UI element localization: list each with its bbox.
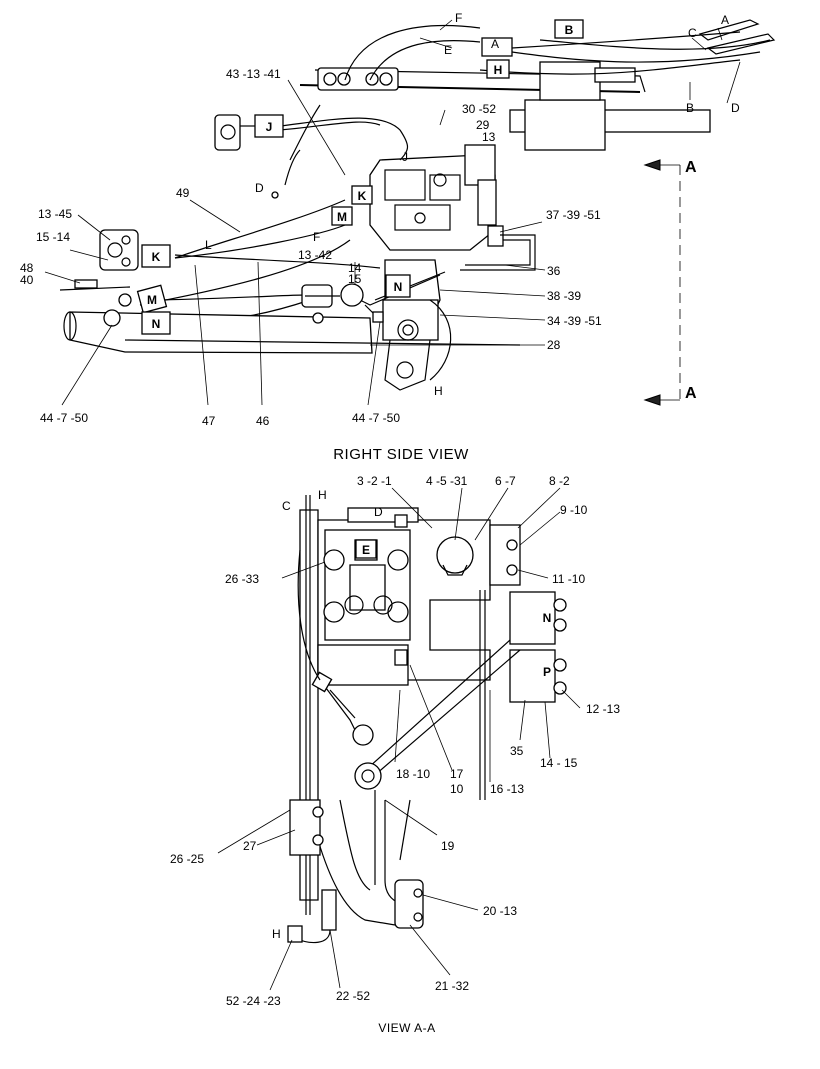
callout-37-39-51: 37 -39 -51 [546, 208, 601, 222]
callout-34-39-51: 34 -39 -51 [547, 314, 602, 328]
callout-52-24-23: 52 -24 -23 [226, 994, 281, 1008]
letter-b: B [686, 101, 694, 115]
tag-m-left: M [147, 293, 157, 307]
callout-9-10: 9 -10 [560, 503, 588, 517]
callout-14: 14 [348, 261, 362, 275]
callout-13-45: 13 -45 [38, 207, 72, 221]
callout-17: 17 [450, 767, 464, 781]
callout-15-14: 15 -14 [36, 230, 70, 244]
callout-36: 36 [547, 264, 561, 278]
letter-h: H [434, 384, 443, 398]
upper-letters: F E A A C B D J D F L H [205, 11, 740, 398]
tag-k-left: K [152, 250, 161, 264]
tag-n-block: N [394, 280, 403, 294]
callout-19: 19 [441, 839, 455, 853]
letter-h-lower: H [318, 488, 327, 502]
callout-38-39: 38 -39 [547, 289, 581, 303]
letter-f: F [455, 11, 462, 25]
tag-n-left: N [152, 317, 161, 331]
tag-m-valve: M [337, 210, 347, 224]
letter-e: E [444, 43, 452, 57]
tag-e: E [362, 543, 370, 557]
callout-26-25: 26 -25 [170, 852, 204, 866]
callout-12-13: 12 -13 [586, 702, 620, 716]
callout-28: 28 [547, 338, 561, 352]
callout-6-7: 6 -7 [495, 474, 516, 488]
callout-29: 29 [476, 118, 490, 132]
tag-k-valve: K [358, 189, 367, 203]
tag-p: P [543, 665, 551, 679]
letter-c: C [688, 26, 697, 40]
view-a-a-drawing [287, 495, 567, 944]
letter-j: J [402, 150, 408, 164]
tag-h: H [494, 63, 503, 77]
callout-47: 47 [202, 414, 216, 428]
view-a-a-letter-tags: E N P [355, 539, 552, 679]
tag-j: J [266, 120, 273, 134]
callout-4-5-31: 4 -5 -31 [426, 474, 468, 488]
letter-a-right: A [721, 13, 729, 27]
callout-26-33: 26 -33 [225, 572, 259, 586]
callout-46: 46 [256, 414, 270, 428]
letter-f-left: F [313, 230, 320, 244]
callout-49: 49 [176, 186, 190, 200]
callout-43-13-41: 43 -13 -41 [226, 67, 281, 81]
callout-8-2: 8 -2 [549, 474, 570, 488]
letter-h-bottom: H [272, 927, 281, 941]
letter-c-lower: C [282, 499, 291, 513]
view-a-a-title: VIEW A-A [378, 1021, 435, 1035]
right-side-view-title: RIGHT SIDE VIEW [333, 446, 469, 463]
callout-44-7-50-right: 44 -7 -50 [352, 411, 400, 425]
view-a-a-leaders [217, 487, 581, 991]
tag-n-right: N [543, 611, 552, 625]
view-a-a-letters: C H D H [272, 488, 383, 941]
upper-letter-tags: J K K M M N N B H [136, 19, 584, 335]
callout-35: 35 [510, 744, 524, 758]
tag-b: B [565, 23, 574, 37]
callout-10: 10 [450, 782, 464, 796]
upper-callouts: 43 -13 -41 30 -52 29 13 49 13 -45 15 -14… [20, 67, 602, 428]
callout-15: 15 [348, 272, 362, 286]
letter-d-left: D [255, 181, 264, 195]
callout-48: 48 [20, 261, 34, 275]
callout-21-32: 21 -32 [435, 979, 469, 993]
view-marker-bottom: A [685, 385, 697, 402]
callout-44-7-50-left: 44 -7 -50 [40, 411, 88, 425]
view-a-a-callouts: 3 -2 -1 4 -5 -31 6 -7 8 -2 9 -10 26 -33 … [170, 474, 620, 1008]
right-side-view-drawing [44, 19, 776, 406]
callout-13-42: 13 -42 [298, 248, 332, 262]
callout-20-13: 20 -13 [483, 904, 517, 918]
letter-d-lower: D [374, 505, 383, 519]
letter-a: A [491, 37, 499, 51]
callout-40: 40 [20, 273, 34, 287]
callout-11-10: 11 -10 [552, 572, 585, 586]
callout-13: 13 [482, 130, 496, 144]
callout-3-2-1: 3 -2 -1 [357, 474, 392, 488]
callout-22-52: 22 -52 [336, 989, 370, 1003]
letter-l: L [205, 238, 212, 252]
letter-d: D [731, 101, 740, 115]
callout-30-52: 30 -52 [462, 102, 496, 116]
callout-16-13: 16 -13 [490, 782, 524, 796]
callout-27: 27 [243, 839, 257, 853]
callout-14-15: 14 - 15 [540, 756, 578, 770]
view-marker-top: A [685, 159, 697, 176]
callout-18-10: 18 -10 [396, 767, 430, 781]
